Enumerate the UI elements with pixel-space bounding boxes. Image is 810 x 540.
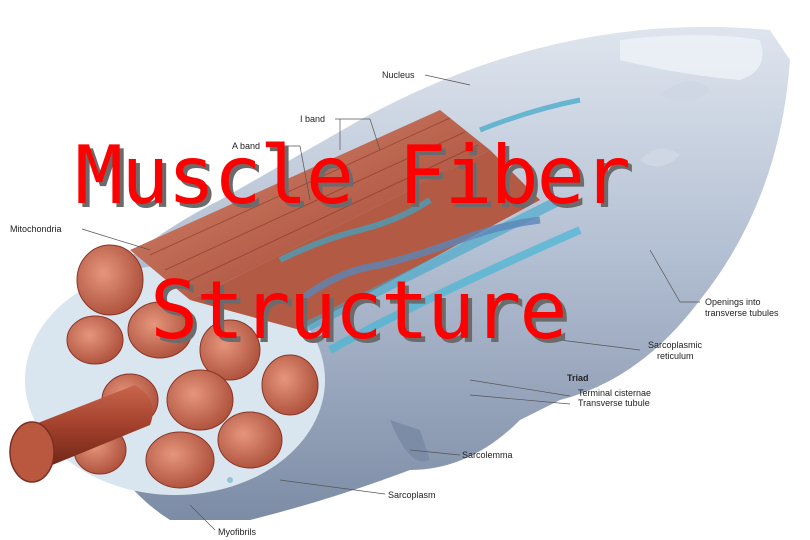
label-transverse-tubule: Transverse tubule — [578, 398, 650, 408]
label-terminal-cisternae: Terminal cisternae — [578, 388, 651, 398]
label-myofibrils: Myofibrils — [218, 527, 256, 537]
title-line-2: Structure — [150, 263, 565, 359]
label-nucleus: Nucleus — [382, 70, 415, 80]
label-mitochondria: Mitochondria — [10, 224, 62, 234]
label-sarcolemma: Sarcolemma — [462, 450, 513, 460]
label-sarcoplasm: Sarcoplasm — [388, 490, 436, 500]
label-triad: Triad — [567, 373, 589, 383]
label-i-band: I band — [300, 114, 325, 124]
label-reticulum: reticulum — [657, 351, 694, 361]
label-openings-2: transverse tubules — [705, 308, 779, 318]
label-sarcoplasmic: Sarcoplasmic — [648, 340, 702, 350]
label-openings-1: Openings into — [705, 297, 761, 307]
title-line-1: Muscle Fiber — [75, 128, 629, 224]
